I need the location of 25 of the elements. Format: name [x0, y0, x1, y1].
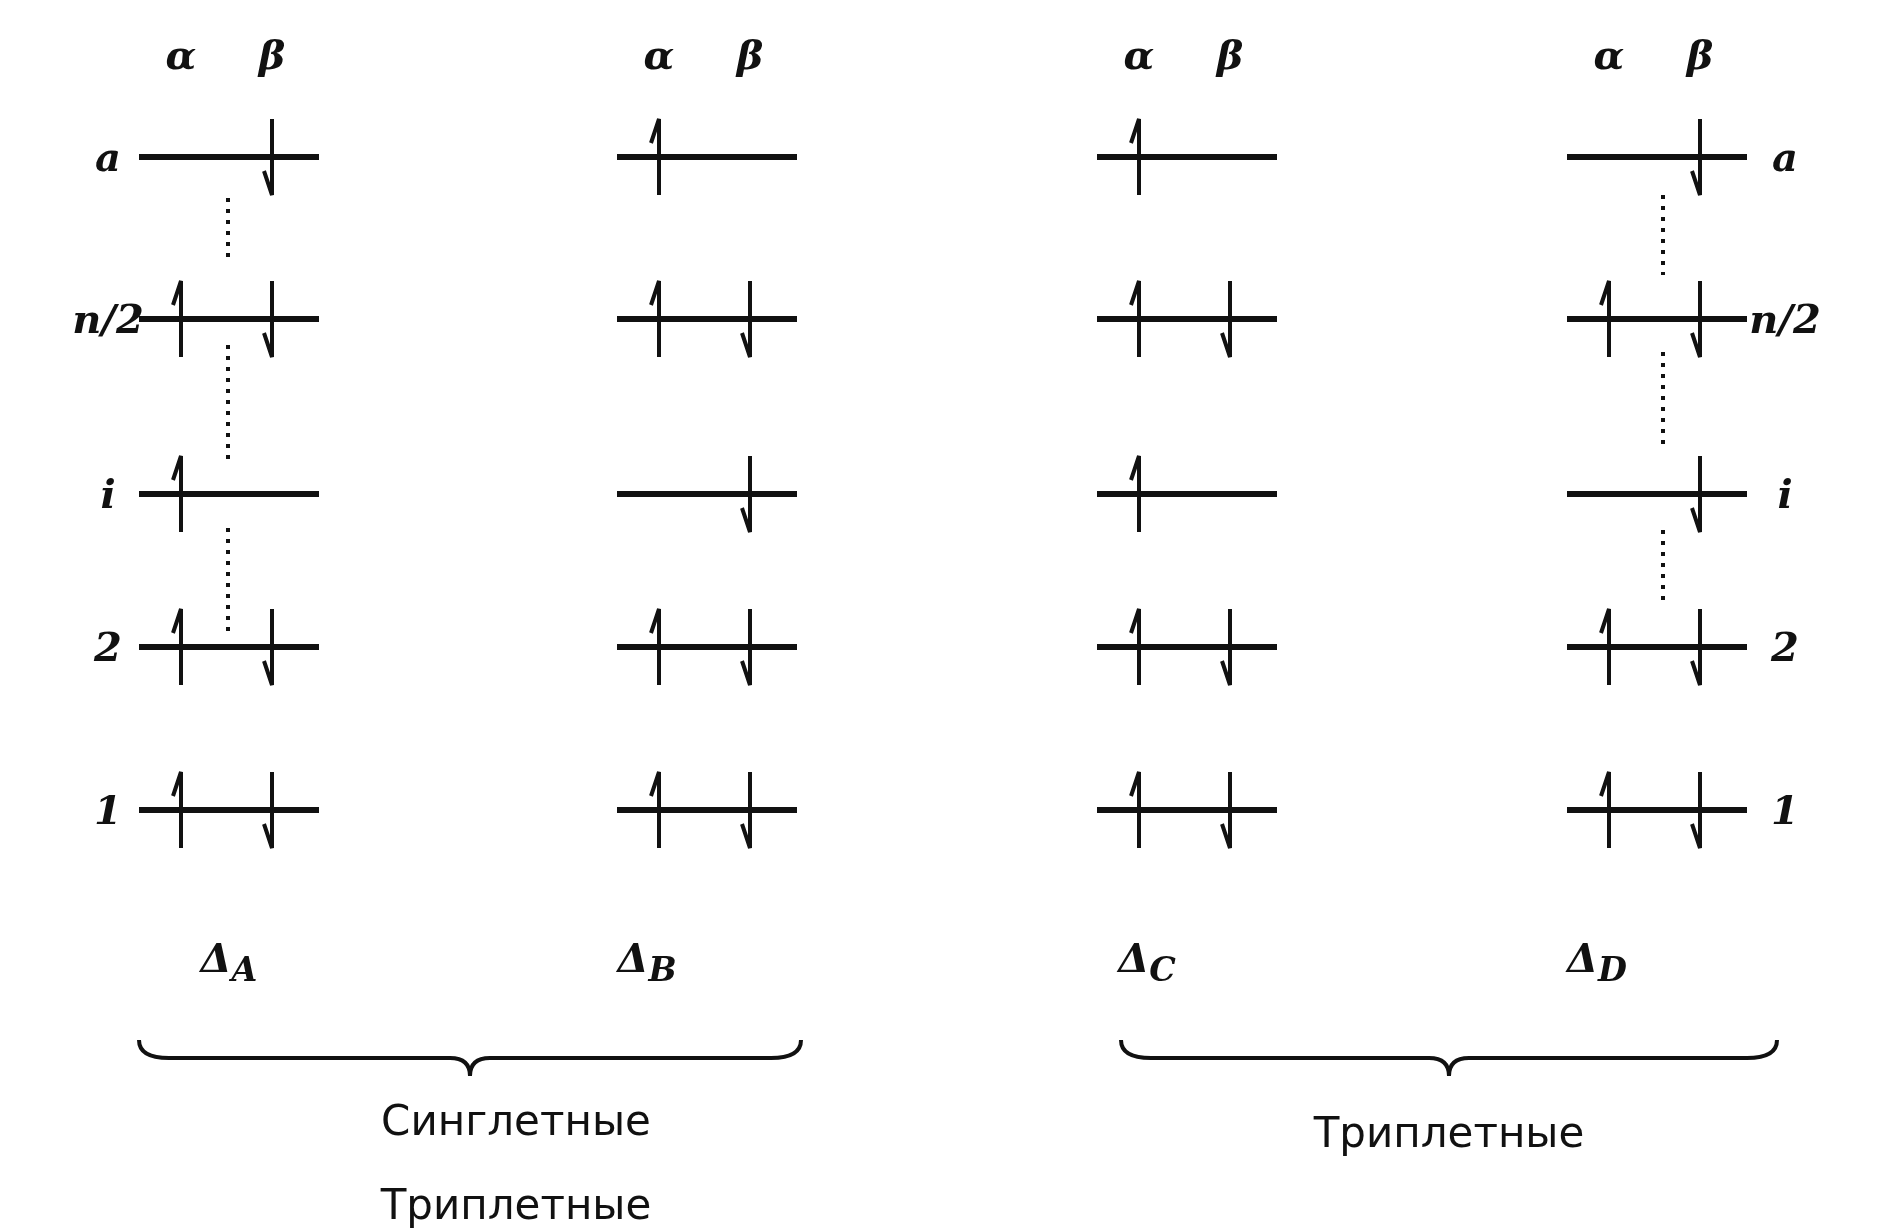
spin-label: α: [165, 35, 197, 75]
group-label: Триплетные: [1313, 1112, 1585, 1154]
level-label: 2: [1771, 627, 1799, 667]
level-label: n/2: [72, 299, 144, 339]
level-label: n/2: [1749, 299, 1821, 339]
level-label: 1: [94, 790, 122, 830]
spin-label: α: [1593, 35, 1625, 75]
level-label: i: [100, 474, 116, 514]
spin-label: β: [1216, 35, 1244, 75]
spin-label: β: [736, 35, 764, 75]
spin-label: β: [258, 35, 286, 75]
level-label: 1: [1771, 790, 1799, 830]
level-label: i: [1777, 474, 1793, 514]
level-label: a: [1772, 137, 1798, 177]
configuration-label: Δ$_{A}$: [200, 937, 258, 987]
group-label: Триплетные: [380, 1184, 652, 1226]
group-label: Синглетные: [381, 1100, 651, 1142]
level-label: 2: [94, 627, 122, 667]
spin-label: α: [1123, 35, 1155, 75]
configuration-label: Δ$_{B}$: [617, 937, 677, 987]
configuration-label: Δ$_{D}$: [1567, 937, 1627, 987]
spin-label: α: [643, 35, 675, 75]
spin-label: β: [1686, 35, 1714, 75]
configuration-label: Δ$_{C}$: [1118, 937, 1176, 987]
level-label: a: [95, 137, 121, 177]
